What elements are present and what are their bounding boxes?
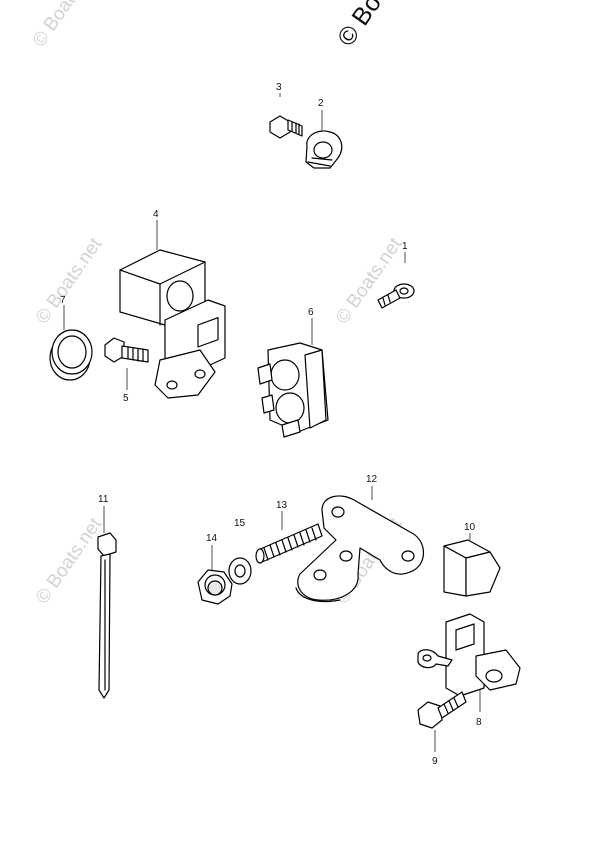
label-part-2: 2 xyxy=(318,98,324,109)
label-part-5: 5 xyxy=(123,393,129,404)
part-4-bracket xyxy=(119,220,226,399)
part-12-link-plate xyxy=(295,486,424,603)
part-6-clamp-holder xyxy=(257,318,329,438)
part-13-threaded-stud xyxy=(255,511,323,564)
label-part-1: 1 xyxy=(402,241,408,252)
watermark-mid-right: © Boats.net xyxy=(332,234,407,328)
label-part-6: 6 xyxy=(308,307,314,318)
label-part-4: 4 xyxy=(153,209,159,220)
copyright-text: © Boats.net xyxy=(332,0,430,51)
label-part-14: 14 xyxy=(206,533,218,544)
part-1-ring-terminal xyxy=(377,252,415,309)
label-part-3: 3 xyxy=(276,82,282,93)
part-9-bolt xyxy=(417,691,467,752)
part-labels: 3 2 1 4 7 6 5 12 11 13 15 10 14 8 9 xyxy=(60,82,482,767)
part-2-clamp xyxy=(305,110,343,169)
part-10-clip xyxy=(443,533,501,597)
watermark-low-left: © Boats.net xyxy=(32,514,107,608)
watermark-mid-left: © Boats.net xyxy=(32,234,107,328)
label-part-15: 15 xyxy=(234,518,246,529)
label-part-13: 13 xyxy=(276,500,288,511)
watermark-top-left: © Boats.net xyxy=(29,0,104,51)
label-part-12: 12 xyxy=(366,474,378,485)
part-8-bracket xyxy=(417,613,521,712)
label-part-8: 8 xyxy=(476,717,482,728)
label-part-11: 11 xyxy=(98,494,109,505)
part-3-bolt xyxy=(269,93,303,139)
part-15-washer xyxy=(228,557,252,585)
part-11-cable-tie xyxy=(97,506,117,699)
part-7-grommet xyxy=(49,305,93,381)
part-5-bolt xyxy=(104,337,149,390)
label-part-7: 7 xyxy=(60,295,66,306)
part-14-nut xyxy=(197,545,233,605)
label-part-9: 9 xyxy=(432,756,438,767)
label-part-10: 10 xyxy=(464,522,476,533)
